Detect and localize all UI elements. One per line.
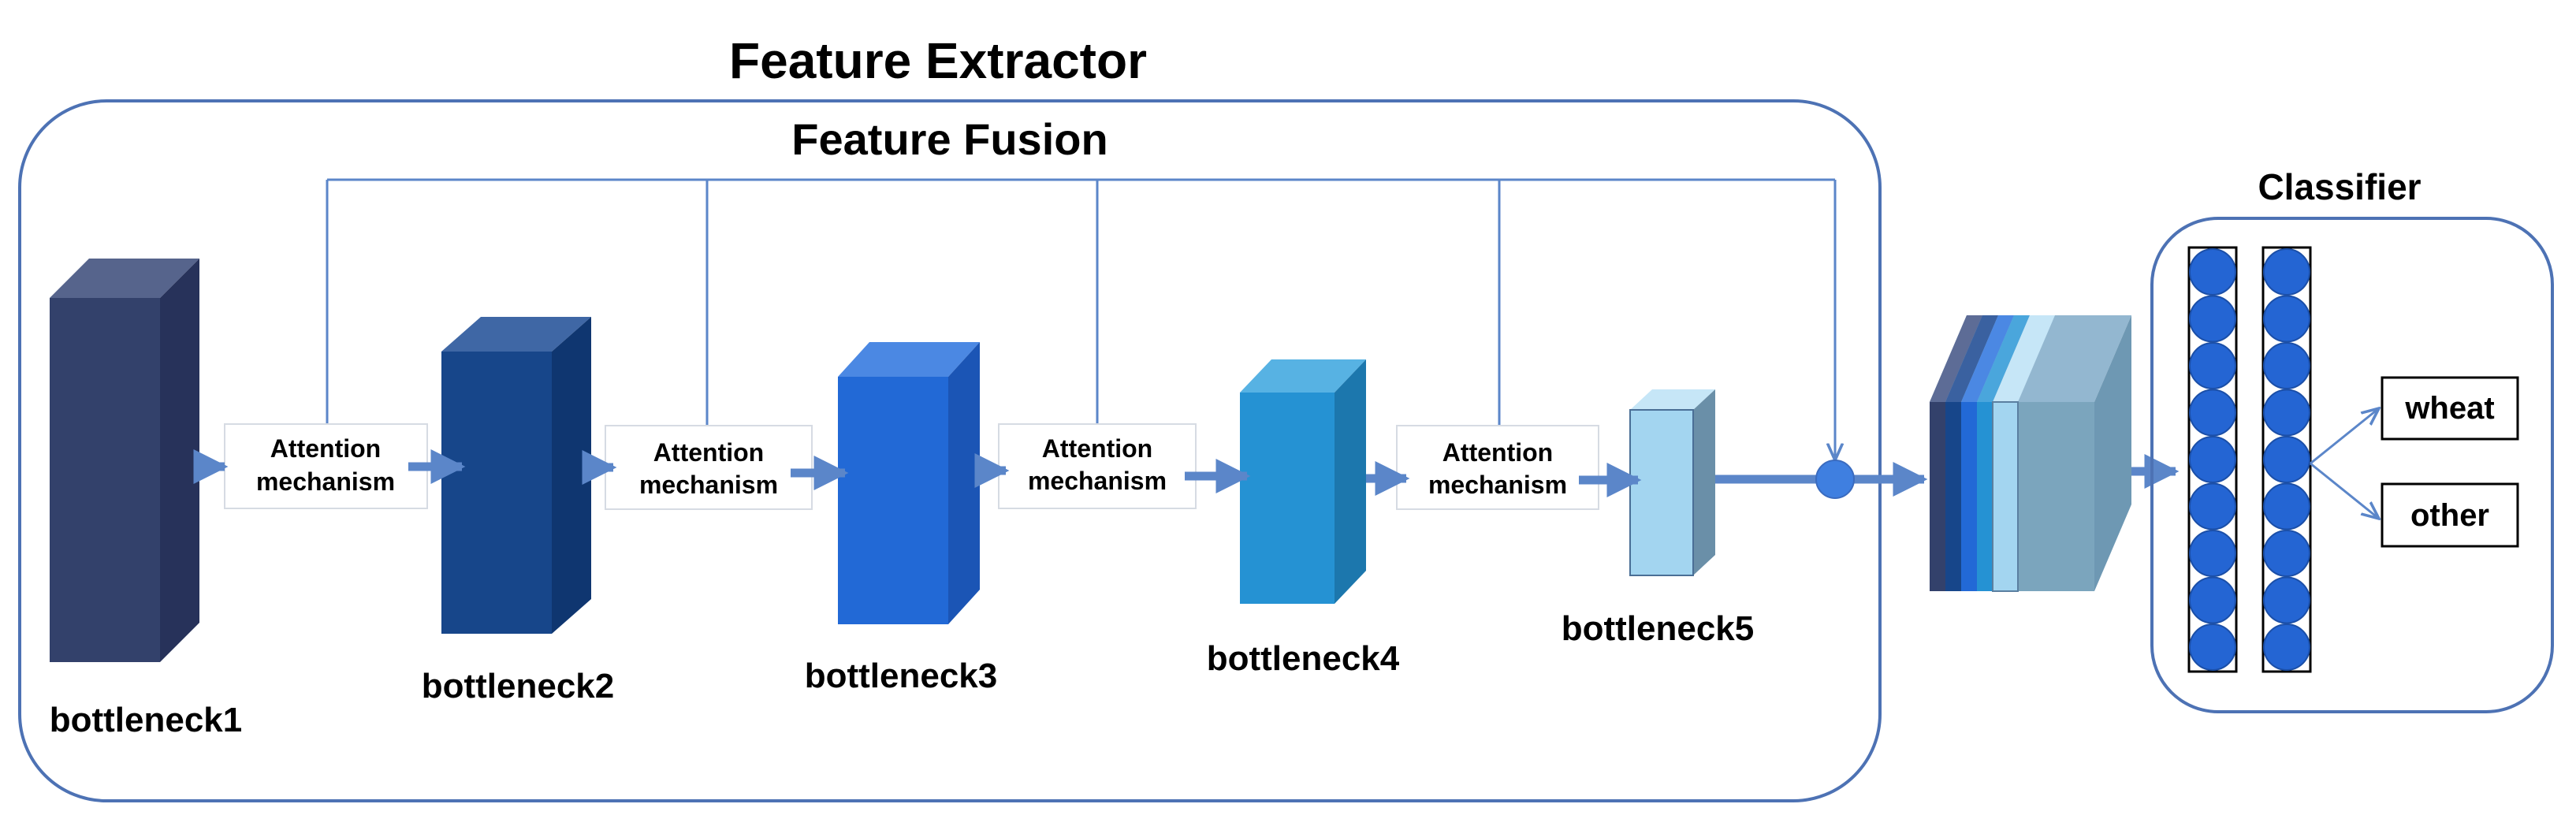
fused-stack-slice-4-front — [1977, 402, 1993, 591]
bottleneck4-side-face — [1335, 359, 1366, 604]
attention-3-line1: Attention — [1042, 434, 1152, 463]
bottleneck1-block — [50, 259, 199, 662]
bottleneck1-label: bottleneck1 — [50, 701, 243, 739]
neuron-layer1-node — [2189, 623, 2236, 671]
fused-stack-slice-1-front — [1930, 402, 1945, 591]
bottleneck1-top-face — [50, 259, 199, 298]
bottleneck2-side-face — [552, 317, 591, 634]
output-connection-other — [2310, 462, 2379, 519]
bottleneck5-label: bottleneck5 — [1562, 609, 1755, 648]
attention-1-line1: Attention — [270, 434, 381, 463]
neuron-layer1-node — [2189, 248, 2236, 296]
fused-stack-slice-5-front — [1992, 401, 2019, 592]
classifier-title: Classifier — [2258, 166, 2421, 207]
fused-stack-slice-3-front — [1961, 402, 1977, 591]
fused-stack-back-side — [2094, 315, 2131, 591]
fused-feature-stack — [1930, 315, 2131, 592]
bottleneck1-front-face — [50, 298, 160, 662]
bottleneck3-top-face — [838, 342, 980, 377]
output-other-label: other — [2410, 498, 2489, 533]
attention-mechanism-3: Attention mechanism — [998, 423, 1197, 509]
bottleneck2-label: bottleneck2 — [422, 667, 615, 705]
bottleneck4-top-face — [1240, 359, 1366, 393]
fused-stack-slice-3 — [1961, 315, 2014, 402]
bottleneck3-side-face — [948, 342, 980, 624]
bottleneck3-block — [838, 342, 980, 624]
bottleneck5-front-face — [1629, 409, 1694, 576]
attention-3-line2: mechanism — [1028, 467, 1167, 495]
feature-extractor-title: Feature Extractor — [729, 32, 1147, 89]
feature-extractor-container — [18, 99, 1882, 802]
bottleneck4-label: bottleneck4 — [1207, 639, 1400, 678]
neuron-layer1-node — [2189, 342, 2236, 389]
attention-mechanism-4: Attention mechanism — [1396, 425, 1599, 510]
neuron-layer2-node — [2263, 342, 2310, 389]
neuron-layer1-node — [2189, 576, 2236, 624]
fused-stack-slice-2-front — [1945, 402, 1961, 591]
fusion-node — [1815, 460, 1855, 499]
bottleneck5-side-face — [1693, 389, 1715, 575]
output-connections — [2310, 408, 2379, 519]
feature-fusion-title: Feature Fusion — [791, 114, 1107, 164]
neuron-layer2-node — [2263, 530, 2310, 577]
attention-4-line2: mechanism — [1428, 471, 1567, 499]
bottleneck4-front-face — [1240, 393, 1335, 604]
fusion-skip-connections — [326, 178, 1835, 460]
output-connection-wheat — [2310, 408, 2379, 465]
neuron-layer1-node — [2189, 436, 2236, 483]
fused-stack-slice-4 — [1977, 315, 2030, 402]
fused-stack-back-face — [2018, 402, 2094, 591]
attention-2-line1: Attention — [653, 438, 764, 467]
attention-1-line2: mechanism — [256, 467, 395, 496]
attention-2-line2: mechanism — [639, 471, 778, 499]
neuron-layer2-node — [2263, 623, 2310, 671]
fused-stack-slice-5 — [1993, 315, 2055, 402]
neuron-layer1-node — [2189, 389, 2236, 437]
attention-mechanism-1: Attention mechanism — [224, 423, 428, 509]
bottleneck3-label: bottleneck3 — [805, 657, 998, 695]
neuron-layer2-node — [2263, 389, 2310, 437]
bottleneck4-block — [1240, 359, 1366, 604]
flow-arrows — [193, 449, 2180, 497]
attention-4-line1: Attention — [1442, 438, 1553, 467]
output-wheat: wheat — [2381, 376, 2519, 441]
neuron-layer2-node — [2263, 482, 2310, 530]
neuron-layer1-node — [2189, 295, 2236, 343]
bottleneck2-top-face — [441, 317, 591, 352]
neurons — [2189, 248, 2310, 671]
classifier-container — [2150, 217, 2554, 713]
output-wheat-label: wheat — [2404, 391, 2494, 426]
neuron-layer1-node — [2189, 530, 2236, 577]
attention-mechanism-2: Attention mechanism — [605, 425, 813, 510]
neuron-layer2-node — [2263, 248, 2310, 296]
output-other: other — [2381, 482, 2519, 548]
bottleneck3-front-face — [838, 377, 948, 624]
neuron-layer1-node — [2189, 482, 2236, 530]
neuron-layer2-node — [2263, 436, 2310, 483]
bottleneck5-block — [1629, 389, 1715, 576]
fused-stack-slice-1 — [1930, 315, 1982, 402]
bottleneck2-front-face — [441, 352, 552, 634]
neuron-layer2-node — [2263, 295, 2310, 343]
bottleneck2-block — [441, 317, 591, 634]
fused-stack-slice-2 — [1945, 315, 1998, 402]
bottleneck5-top-face — [1630, 389, 1715, 410]
bottleneck1-side-face — [160, 259, 199, 662]
neuron-layer2-node — [2263, 576, 2310, 624]
